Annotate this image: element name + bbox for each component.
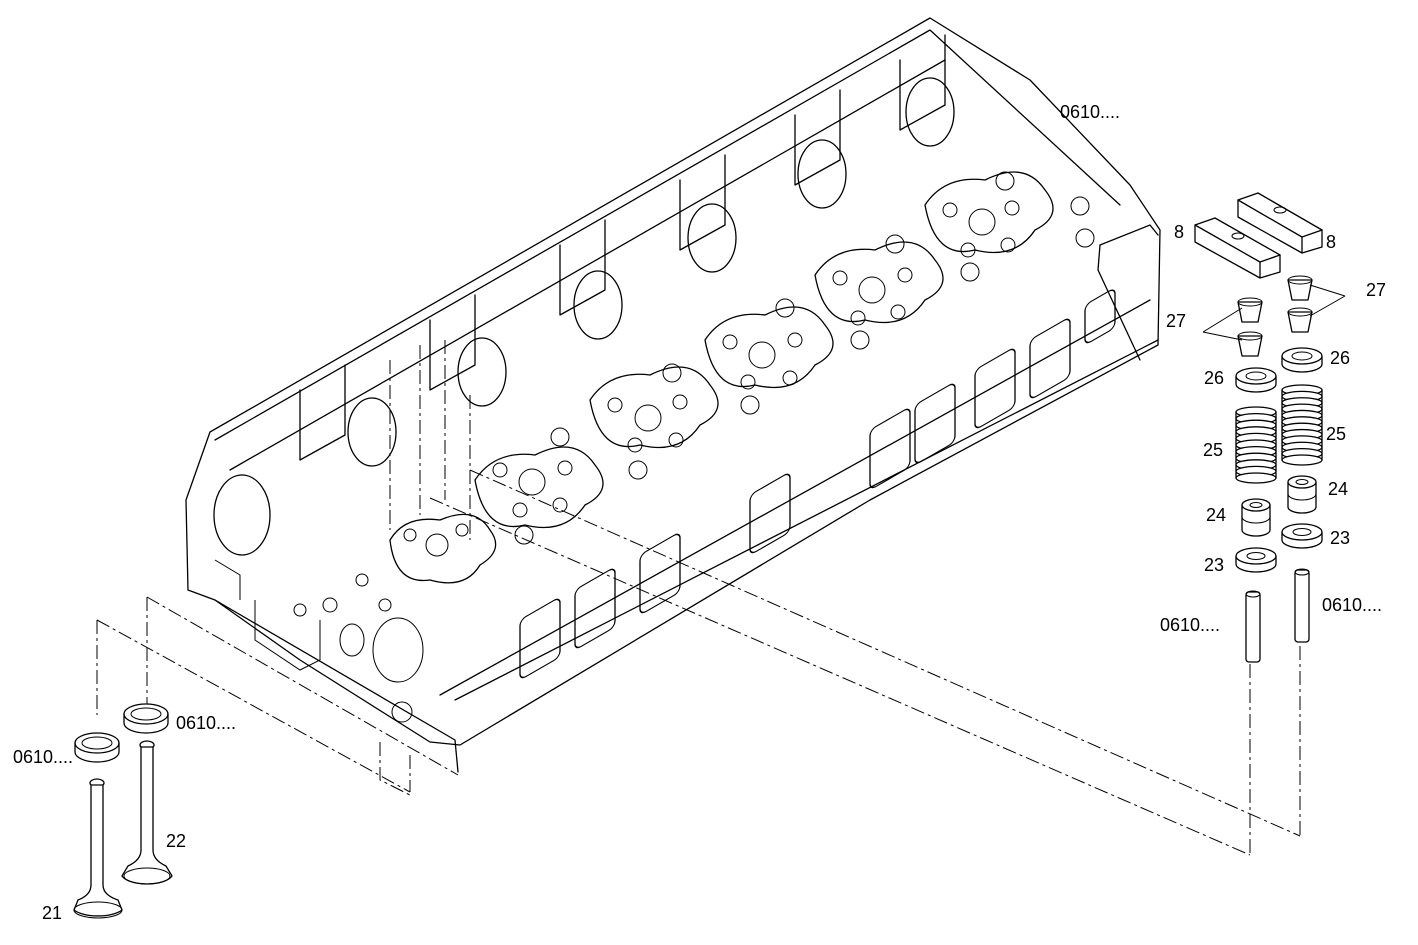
label-26-left: 26 xyxy=(1204,368,1224,388)
valve-spring-left xyxy=(1235,406,1277,484)
label-23-left: 23 xyxy=(1204,555,1224,575)
callout-labels: 0610.... 0610.... 0610.... 0610.... 0610… xyxy=(13,102,1386,923)
stem-seal-right xyxy=(1287,475,1317,514)
spring-seat-right xyxy=(1281,523,1323,549)
label-27-right: 27 xyxy=(1366,280,1386,300)
collets-left xyxy=(1237,297,1263,357)
stem-seal-left xyxy=(1241,498,1271,537)
valve-seat-right xyxy=(123,703,169,734)
valve-bridge-right xyxy=(1237,192,1323,254)
valve-guide-right xyxy=(1294,568,1310,643)
collets-right xyxy=(1287,275,1313,333)
label-8-left: 8 xyxy=(1174,222,1184,242)
label-22: 22 xyxy=(166,831,186,851)
ref-label-seat-right: 0610.... xyxy=(176,713,236,733)
label-8-right: 8 xyxy=(1326,232,1336,252)
valve-guide-left xyxy=(1245,590,1261,663)
valve-22 xyxy=(121,740,173,885)
valve-seat-left xyxy=(74,732,120,763)
ref-label-guide-right: 0610.... xyxy=(1322,595,1382,615)
ref-label-guide-left: 0610.... xyxy=(1160,615,1220,635)
label-27-left: 27 xyxy=(1166,311,1186,331)
ref-label-head: 0610.... xyxy=(1060,102,1120,122)
label-25-left: 25 xyxy=(1203,440,1223,460)
valve-21 xyxy=(73,778,123,919)
label-23-right: 23 xyxy=(1330,528,1350,548)
label-25-right: 25 xyxy=(1326,424,1346,444)
ref-label-seat-left: 0610.... xyxy=(13,747,73,767)
spring-seat-left xyxy=(1235,547,1277,573)
valve-spring-right xyxy=(1281,384,1323,466)
label-26-right: 26 xyxy=(1330,348,1350,368)
label-21: 21 xyxy=(42,903,62,923)
spring-coil xyxy=(1235,472,1277,484)
cylinder-head xyxy=(185,17,1161,773)
spring-retainer-left xyxy=(1235,367,1277,393)
alignment-lines xyxy=(96,469,1301,856)
leader-lines xyxy=(1202,284,1346,341)
spring-coil xyxy=(1281,454,1323,466)
label-24-left: 24 xyxy=(1206,505,1226,525)
label-24-right: 24 xyxy=(1328,479,1348,499)
valve-bridge-left xyxy=(1194,217,1281,279)
spring-retainer-right xyxy=(1281,347,1323,373)
